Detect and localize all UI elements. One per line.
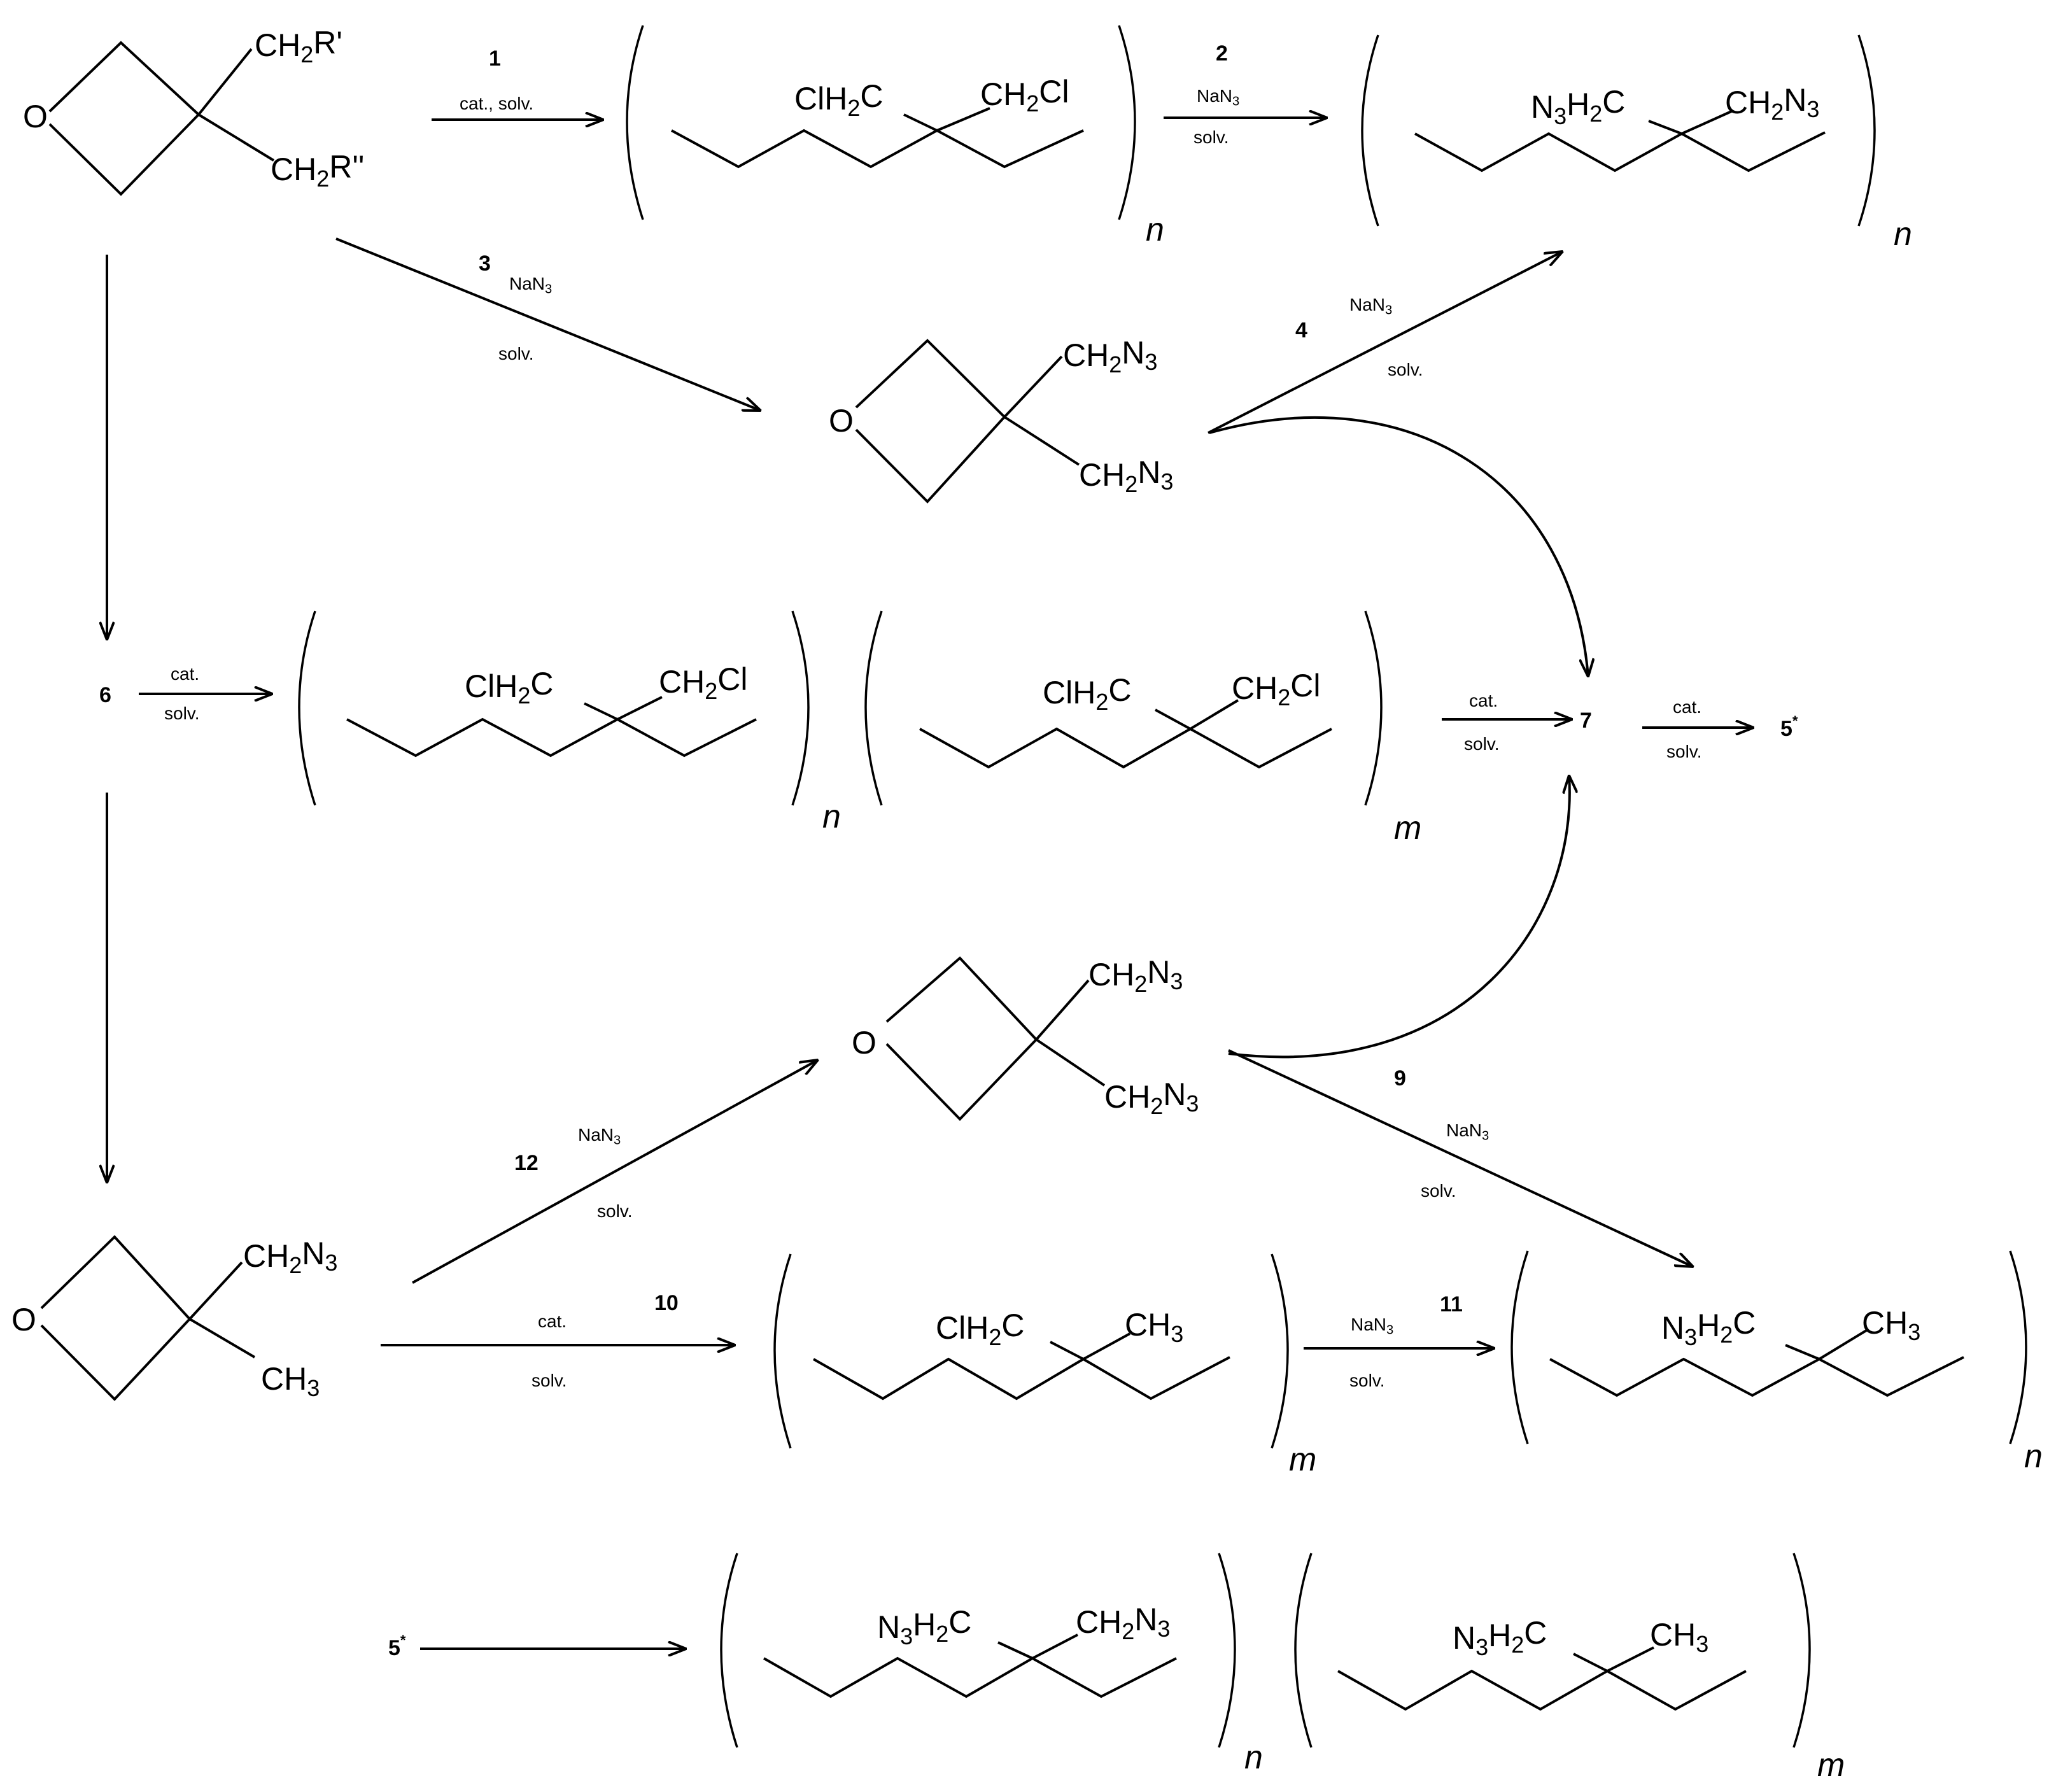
ch2n3-label: CH2N3 xyxy=(1063,335,1157,377)
step-11-solvent: solv. xyxy=(1349,1371,1385,1390)
step-3-solvent: solv. xyxy=(498,344,534,363)
ch2n3-label: CH2N3 xyxy=(243,1236,337,1278)
polymer-azido-methyl: N3H2C CH3 n xyxy=(1510,1250,2043,1475)
step-9-arrow: 9 NaN3 solv. xyxy=(1228,1049,1693,1267)
step-9-solvent: solv. xyxy=(1421,1181,1456,1201)
oxygen-atom: O xyxy=(829,403,854,439)
step-11-reagent: NaN3 xyxy=(1351,1315,1393,1337)
n3h2c-label: N3H2C xyxy=(877,1604,971,1649)
ch2n3-label: CH2N3 xyxy=(1076,1602,1170,1644)
step-to-5star: cat. solv. 5* xyxy=(1642,697,1798,761)
step-2-arrow: 2 NaN3 solv. xyxy=(1164,41,1327,147)
step-10-number: 10 xyxy=(654,1291,679,1315)
curved-arrow-to-7-lower xyxy=(1228,775,1570,1059)
oxetane-bisazido-lower: O CH2N3 CH2N3 xyxy=(852,954,1199,1121)
ch2n3-label: CH2N3 xyxy=(1725,82,1819,125)
step-to-7: cat. solv. 7 xyxy=(1442,691,1592,754)
ch3-label: CH3 xyxy=(261,1361,320,1401)
oxygen-atom: O xyxy=(23,99,48,134)
step-11-arrow: 11 NaN3 solv. xyxy=(1304,1292,1495,1390)
compound-5star-label: 5* xyxy=(388,1632,406,1660)
ch2r1-label: CH2R' xyxy=(255,25,342,67)
polymer-chloro-n: ClH2C CH2Cl n xyxy=(298,610,841,835)
compound-5star-label: 5* xyxy=(1780,713,1798,741)
step-1-number: 1 xyxy=(489,46,501,71)
clh2c-label: ClH2C xyxy=(936,1308,1024,1350)
step-7-solvent: solv. xyxy=(1464,734,1500,754)
oxygen-atom: O xyxy=(852,1025,877,1061)
subscript-n: n xyxy=(1146,211,1164,248)
ch2cl-label: CH2Cl xyxy=(1232,668,1320,710)
step-9-reagent: NaN3 xyxy=(1446,1120,1489,1143)
oxetane-start: O CH2R' CH2R'' xyxy=(23,25,364,196)
step-2-number: 2 xyxy=(1216,41,1228,66)
step-10-solvent: solv. xyxy=(532,1371,567,1390)
step-12-reagent: NaN3 xyxy=(578,1125,621,1148)
step-12-number: 12 xyxy=(514,1151,539,1175)
step-3-reagent: NaN3 xyxy=(509,274,552,297)
ch3-label: CH3 xyxy=(1650,1617,1708,1657)
step-10-catalyst: cat. xyxy=(538,1311,567,1331)
step-12-solvent: solv. xyxy=(597,1201,633,1221)
step-2-solvent: solv. xyxy=(1193,127,1229,147)
step-5star-bottom: 5* xyxy=(388,1632,686,1660)
compound-6-label: 6 xyxy=(99,683,111,707)
subscript-n: n xyxy=(1894,216,1912,253)
compound-7-label: 7 xyxy=(1580,709,1592,733)
step-6-solvent: solv. xyxy=(164,703,200,723)
step-6: 6 cat. solv. xyxy=(99,664,272,723)
polymer-chloro-top: ClH2C CH2Cl n xyxy=(626,25,1164,248)
oxetane-azido-methyl: O CH2N3 CH3 xyxy=(11,1235,337,1401)
subscript-n: n xyxy=(822,798,841,835)
subscript-n: n xyxy=(2024,1438,2043,1475)
polymer-azido-top: N3H2C CH2N3 n xyxy=(1361,34,1912,253)
step-4-arrow: 4 NaN3 solv. xyxy=(1208,251,1563,434)
ch3-label: CH3 xyxy=(1125,1307,1183,1347)
polymer-azido-copolymer-m: N3H2C CH3 m xyxy=(1294,1553,1845,1784)
polymer-chloro-methyl: ClH2C CH3 m xyxy=(773,1253,1316,1478)
subscript-n: n xyxy=(1244,1739,1263,1776)
clh2c-label: ClH2C xyxy=(465,666,553,709)
step-4-solvent: solv. xyxy=(1388,360,1423,379)
subscript-m: m xyxy=(1289,1441,1316,1478)
clh2c-label: ClH2C xyxy=(794,78,883,121)
subscript-m: m xyxy=(1394,810,1421,847)
step-4-reagent: NaN3 xyxy=(1349,295,1392,318)
ch3-label: CH3 xyxy=(1862,1305,1920,1345)
n3h2c-label: N3H2C xyxy=(1661,1305,1756,1350)
step-5-solvent: solv. xyxy=(1666,742,1702,761)
step-1-reagent: cat., solv. xyxy=(460,94,533,113)
step-3-number: 3 xyxy=(479,251,491,276)
oxetane-bisazido-upper: O CH2N3 CH2N3 xyxy=(829,335,1173,504)
step-2-reagent: NaN3 xyxy=(1197,86,1239,109)
step-7-catalyst: cat. xyxy=(1469,691,1498,710)
ch2n3-label: CH2N3 xyxy=(1079,455,1173,497)
n3h2c-label: N3H2C xyxy=(1453,1615,1547,1660)
step-11-number: 11 xyxy=(1440,1292,1463,1316)
subscript-m: m xyxy=(1817,1747,1845,1784)
step-10-arrow: 10 cat. solv. xyxy=(381,1291,735,1390)
step-4-number: 4 xyxy=(1295,318,1307,342)
ch2r2-label: CH2R'' xyxy=(271,149,364,192)
step-3-arrow: 3 NaN3 solv. xyxy=(335,237,761,411)
ch2cl-label: CH2Cl xyxy=(980,74,1069,116)
clh2c-label: ClH2C xyxy=(1043,672,1131,715)
polymer-azido-copolymer-n: N3H2C CH2N3 n xyxy=(720,1553,1263,1776)
step-1-arrow: 1 cat., solv. xyxy=(432,46,603,120)
ch2cl-label: CH2Cl xyxy=(659,661,747,704)
ch2n3-label: CH2N3 xyxy=(1104,1076,1199,1119)
step-5-catalyst: cat. xyxy=(1673,697,1701,717)
ch2n3-label: CH2N3 xyxy=(1088,954,1183,997)
step-9-number: 9 xyxy=(1394,1066,1406,1090)
oxygen-atom: O xyxy=(11,1302,36,1337)
step-6-catalyst: cat. xyxy=(171,664,199,684)
curved-arrow-to-7-upper xyxy=(1209,416,1588,677)
n3h2c-label: N3H2C xyxy=(1531,84,1625,129)
step-12-arrow: 12 NaN3 solv. xyxy=(412,1060,818,1284)
polymer-chloro-m: ClH2C CH2Cl m xyxy=(864,610,1421,847)
